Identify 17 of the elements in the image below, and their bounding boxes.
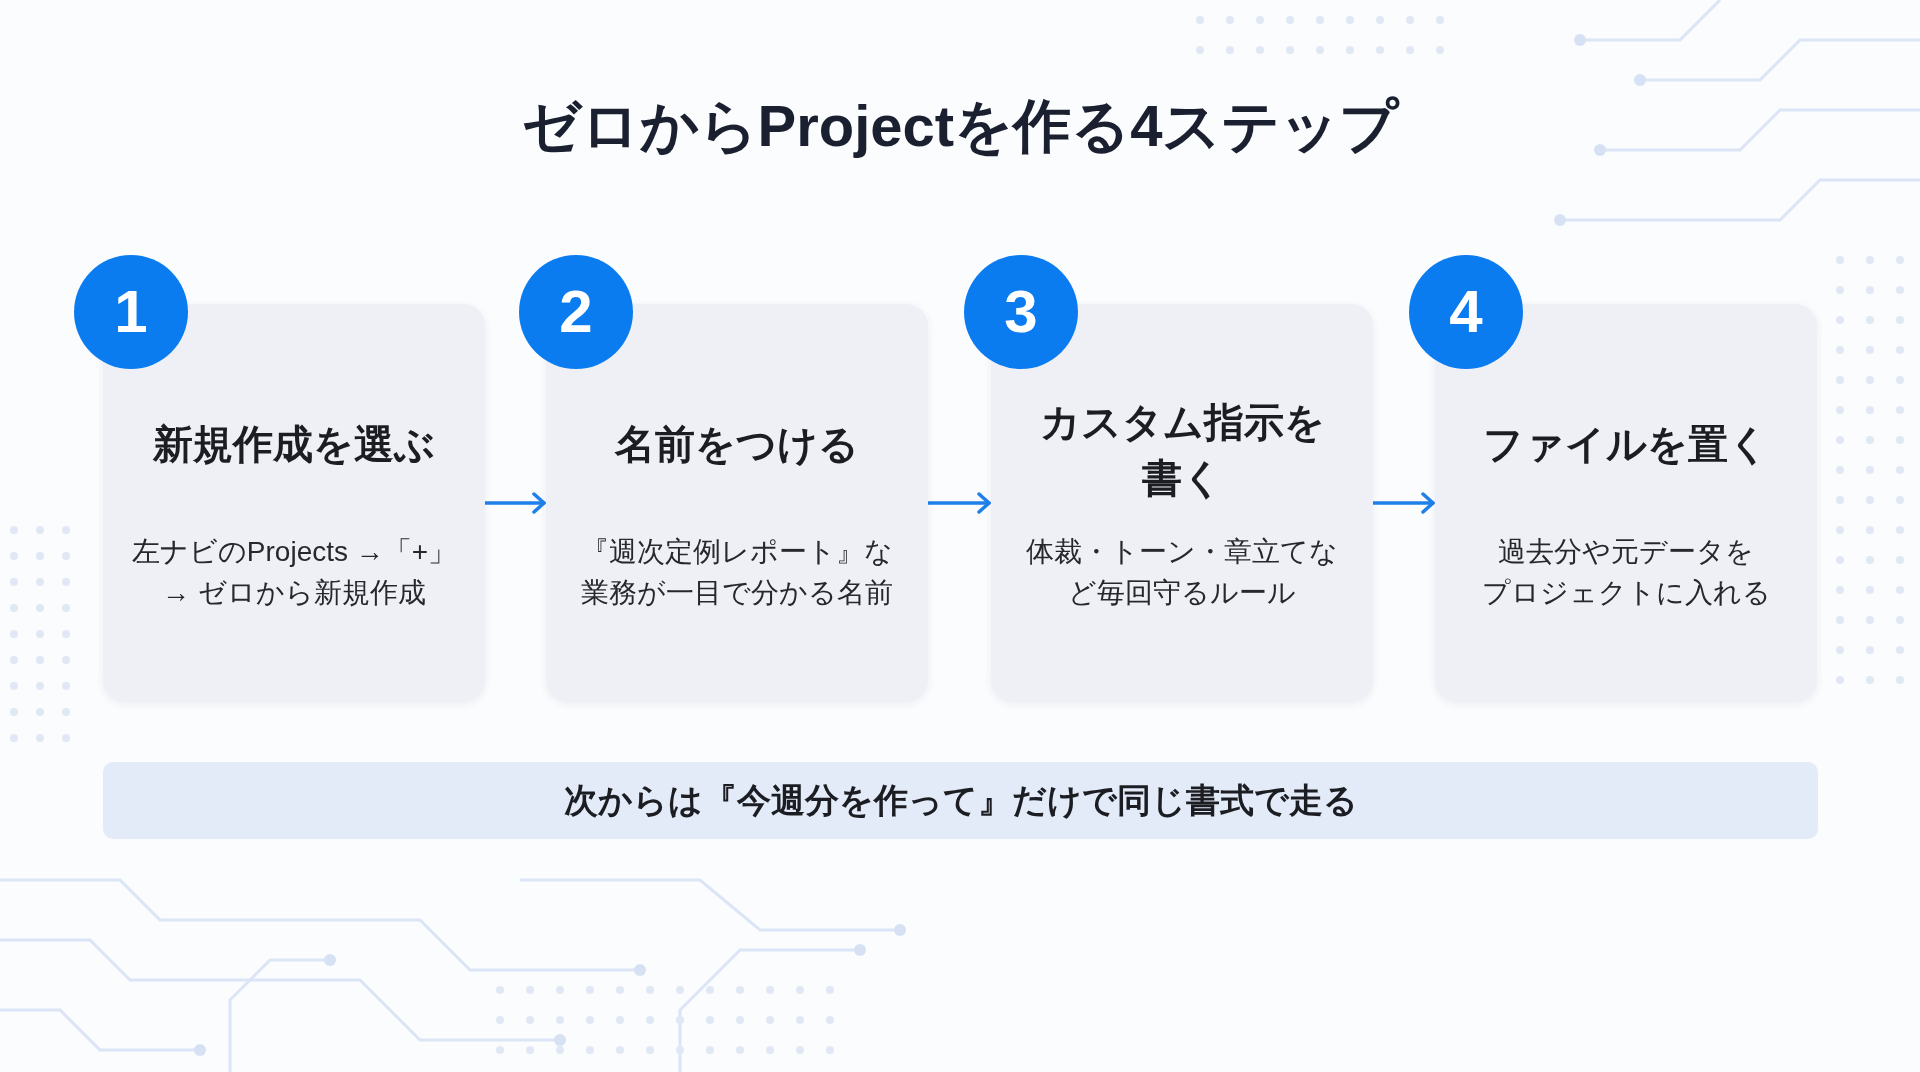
number-badge: 3 xyxy=(964,255,1078,369)
title: ゼロからProjectを作る4ステップ xyxy=(521,92,1399,160)
step-description: 体裁・トーン・章立てなど毎回守るルール xyxy=(1026,535,1338,610)
number-badge: 4 xyxy=(1409,255,1523,369)
number-badge: 1 xyxy=(74,255,188,369)
step-heading: カスタム指示を書く xyxy=(1039,399,1325,502)
step-description: 過去分や元データをプロジェクトに入れる xyxy=(1481,535,1771,610)
summary-banner: 次からは『今週分を作って』だけで同じ書式で走る xyxy=(103,762,1818,839)
arrow xyxy=(1371,492,1435,514)
arrow xyxy=(926,492,991,514)
step-heading: 名前をつける xyxy=(615,421,859,468)
arrow xyxy=(483,492,546,514)
number-badge: 2 xyxy=(519,255,633,369)
step-heading: 新規作成を選ぶ xyxy=(153,421,435,468)
step-heading: ファイルを置く xyxy=(1483,421,1769,468)
step-description: 左ナビのProjects →「+」 → ゼロから新規作成 xyxy=(131,535,457,610)
step-description: 『週次定例レポート』な業務が一目で分かる名前 xyxy=(581,535,893,610)
